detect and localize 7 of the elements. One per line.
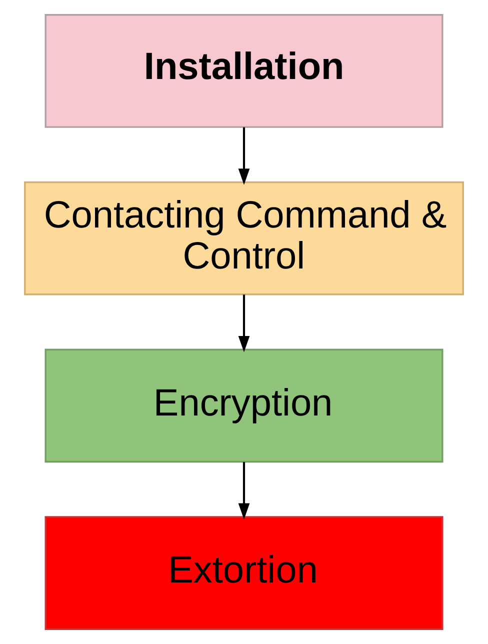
node-box: Installation: [44, 14, 444, 128]
node-box: Encryption: [44, 348, 444, 463]
node-box: Extortion: [44, 516, 444, 630]
arrow: [238, 127, 250, 185]
node-box: Contacting Command & Control: [24, 181, 464, 296]
arrow: [238, 294, 250, 352]
arrow: [238, 462, 250, 520]
